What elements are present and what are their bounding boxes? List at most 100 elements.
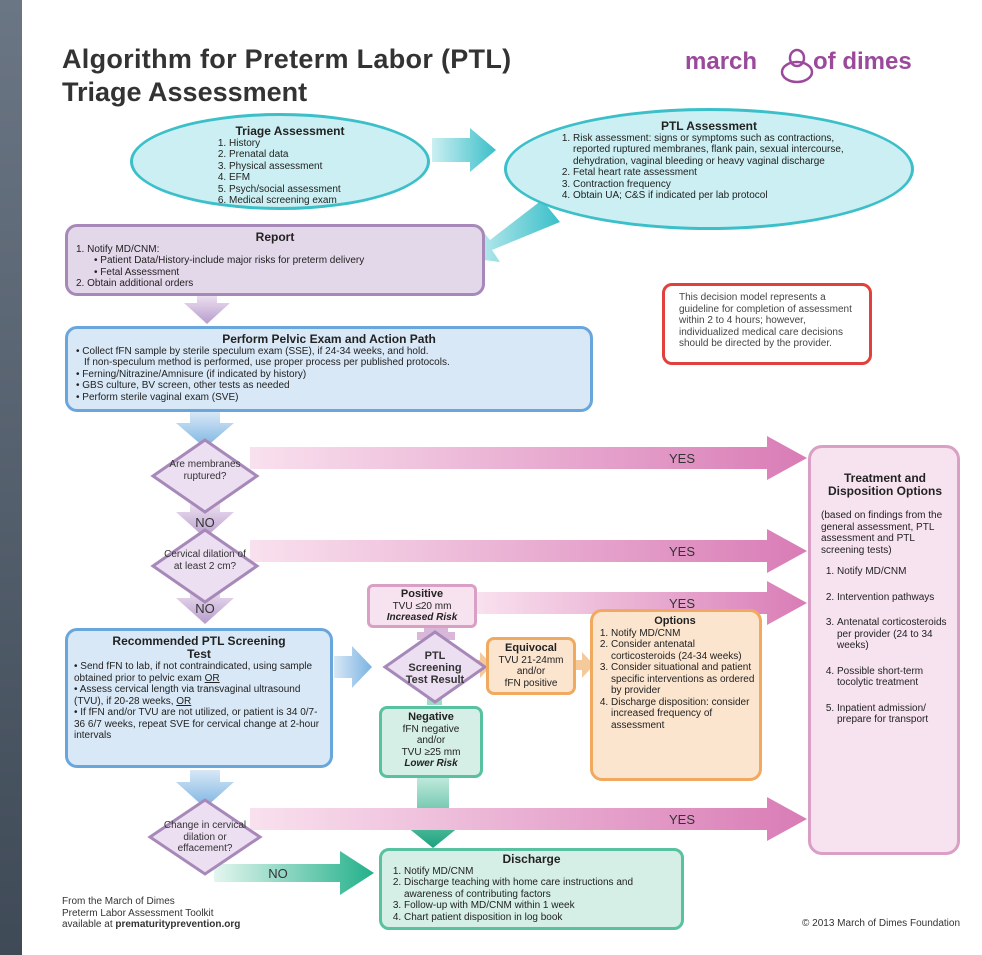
change-question: Change in cervical dilation or effacemen… <box>163 820 247 854</box>
dilation-question: Cervical dilation of at least 2 cm? <box>164 549 246 572</box>
footer-url[interactable]: prematurityprevention.org <box>115 919 241 930</box>
arrow-pelvic-to-membranes <box>176 412 234 448</box>
diamond-dilation <box>150 528 260 604</box>
logo-text-right: of dimes <box>813 48 912 75</box>
arrow-yes-change <box>250 797 807 841</box>
negative-line: and/or <box>416 735 446 746</box>
discharge-title: Discharge <box>502 852 561 866</box>
negative-line: fFN negative <box>402 723 460 735</box>
report-box: Report 1. Notify MD/CNM: • Patient Data/… <box>65 224 485 296</box>
pelvic-bullet: Collect fFN sample by sterile speculum e… <box>82 345 429 357</box>
arrow-equivocal-to-options <box>572 652 594 678</box>
footer-line-2: Preterm Labor Assessment Toolkit <box>62 907 214 919</box>
triage-item: Prenatal data <box>229 149 427 161</box>
arrow-screening-to-change <box>176 770 234 808</box>
discharge-item: Chart patient disposition in log book <box>404 912 675 924</box>
screening-test-box: Recommended PTL Screening Test • Send fF… <box>65 628 333 768</box>
copyright: © 2013 March of Dimes Foundation <box>802 918 961 929</box>
page-title-line2: Triage Assessment <box>62 77 308 107</box>
equivocal-line: and/or <box>516 666 546 677</box>
logo-mother-baby-icon <box>780 48 814 84</box>
report-item-2: Obtain additional orders <box>87 278 194 289</box>
arrow-triage-to-ptl <box>432 128 496 172</box>
triage-item: Medical screening exam <box>229 195 427 207</box>
guideline-note: This decision model represents a guideli… <box>662 283 872 365</box>
ptl-assessment-box: PTL Assessment Risk assessment: signs or… <box>504 108 914 230</box>
pelvic-bullet: GBS culture, BV screen, other tests as n… <box>82 380 290 391</box>
pelvic-bullet-cont: If non-speculum method is performed, use… <box>84 357 450 368</box>
triage-item: EFM <box>229 172 427 184</box>
diamond-membranes <box>150 438 260 514</box>
positive-result-box: Positive TVU ≤20 mm Increased Risk <box>367 584 477 628</box>
background-edge <box>0 0 22 955</box>
triage-item: Psych/social assessment <box>229 184 427 196</box>
pelvic-title: Perform Pelvic Exam and Action Path <box>222 332 436 346</box>
yes-label: YES <box>668 812 695 827</box>
arrow-screening-to-test <box>334 646 372 688</box>
options-item: Consider situational and patient specifi… <box>611 662 755 697</box>
ptl-assessment-item: Risk assessment: signs or symptoms such … <box>573 133 861 168</box>
options-title: Options <box>654 615 696 627</box>
report-item-1: Notify MD/CNM: <box>87 243 160 255</box>
treatment-title: Treatment and Disposition Options <box>828 471 942 498</box>
triage-title: Triage Assessment <box>235 124 345 138</box>
membranes-question: Are membranes ruptured? <box>169 459 241 482</box>
guideline-note-text: This decision model represents a guideli… <box>679 292 852 349</box>
pelvic-bullet: Ferning/Nitrazine/Amnisure (if indicated… <box>82 368 307 380</box>
screening-bullet: If fFN and/or TVU are not utilized, or p… <box>74 707 320 741</box>
ptl-test-result-label: PTL Screening Test Result <box>405 650 465 686</box>
report-sub-item: Fetal Assessment <box>100 266 180 278</box>
diamond-change <box>147 798 263 876</box>
options-item: Discharge disposition: consider increase… <box>611 697 755 732</box>
arrow-yes-dilation <box>250 529 807 573</box>
ptl-assessment-item: Obtain UA; C&S if indicated per lab prot… <box>573 190 861 202</box>
arrow-no-change <box>214 851 374 895</box>
discharge-box: Discharge Notify MD/CNM Discharge teachi… <box>379 848 684 930</box>
treatment-item: Antenatal corticosteroids per provider (… <box>837 617 949 652</box>
triage-assessment-box: Triage Assessment History Prenatal data … <box>130 113 430 210</box>
treatment-options-box: Treatment and Disposition Options (based… <box>808 445 960 855</box>
page-title: Algorithm for Preterm Labor (PTL) <box>62 44 512 74</box>
discharge-item: Follow-up with MD/CNM within 1 week <box>404 900 675 912</box>
positive-risk: Increased Risk <box>386 612 458 623</box>
treatment-item: Possible short-term tocolytic treatment <box>837 666 949 689</box>
negative-line: TVU ≥25 mm <box>401 746 461 758</box>
equivocal-line: TVU 21-24mm <box>498 654 564 666</box>
document-page: Algorithm for Preterm Labor (PTL) Triage… <box>22 0 982 955</box>
triage-item: Physical assessment <box>229 161 427 173</box>
flow-arrows <box>147 128 807 895</box>
ptl-assessment-title: PTL Assessment <box>660 119 758 133</box>
footer-source: From the March of Dimes Preterm Labor As… <box>62 896 240 931</box>
arrow-ptl-to-report <box>467 200 560 262</box>
report-sub-item: Patient Data/History-include major risks… <box>100 255 365 266</box>
discharge-item: Discharge teaching with home care instru… <box>404 877 675 900</box>
screening-bullet: Assess cervical length via transvaginal … <box>74 684 301 707</box>
treatment-item: Inpatient admission/ prepare for transpo… <box>837 703 949 726</box>
pelvic-bullet: Perform sterile vaginal exam (SVE) <box>82 391 239 403</box>
no-label: NO <box>268 866 288 881</box>
logo-text-left: march <box>685 48 758 75</box>
treatment-intro: (based on findings from the general asse… <box>821 510 943 556</box>
ptl-assessment-item: Fetal heart rate assessment <box>573 167 861 179</box>
negative-risk: Lower Risk <box>404 758 458 769</box>
arrow-no-dilation <box>176 588 234 624</box>
equivocal-title: Equivocal <box>505 642 557 654</box>
yes-label: YES <box>668 544 695 559</box>
equivocal-line: fFN positive <box>504 677 558 689</box>
no-label: NO <box>195 515 215 530</box>
pelvic-exam-box: Perform Pelvic Exam and Action Path • Co… <box>65 326 593 412</box>
march-of-dimes-logo: march of dimes <box>685 44 965 84</box>
treatment-item: Intervention pathways <box>837 592 949 604</box>
screening-or: OR <box>176 695 192 707</box>
discharge-item: Notify MD/CNM <box>404 866 675 878</box>
screening-or: OR <box>204 672 220 684</box>
negative-result-box: Negative fFN negative and/or TVU ≥25 mm … <box>379 706 483 778</box>
footer-line-3: available at <box>62 919 113 930</box>
options-box: Options Notify MD/CNM Consider antenatal… <box>590 609 762 781</box>
options-item: Consider antenatal corticosteroids (24-3… <box>611 639 755 662</box>
yes-label: YES <box>668 596 695 611</box>
positive-title: Positive <box>400 588 444 600</box>
diamond-ptl-test <box>382 630 488 704</box>
report-title: Report <box>255 230 295 244</box>
arrow-yes-membranes <box>250 436 807 480</box>
